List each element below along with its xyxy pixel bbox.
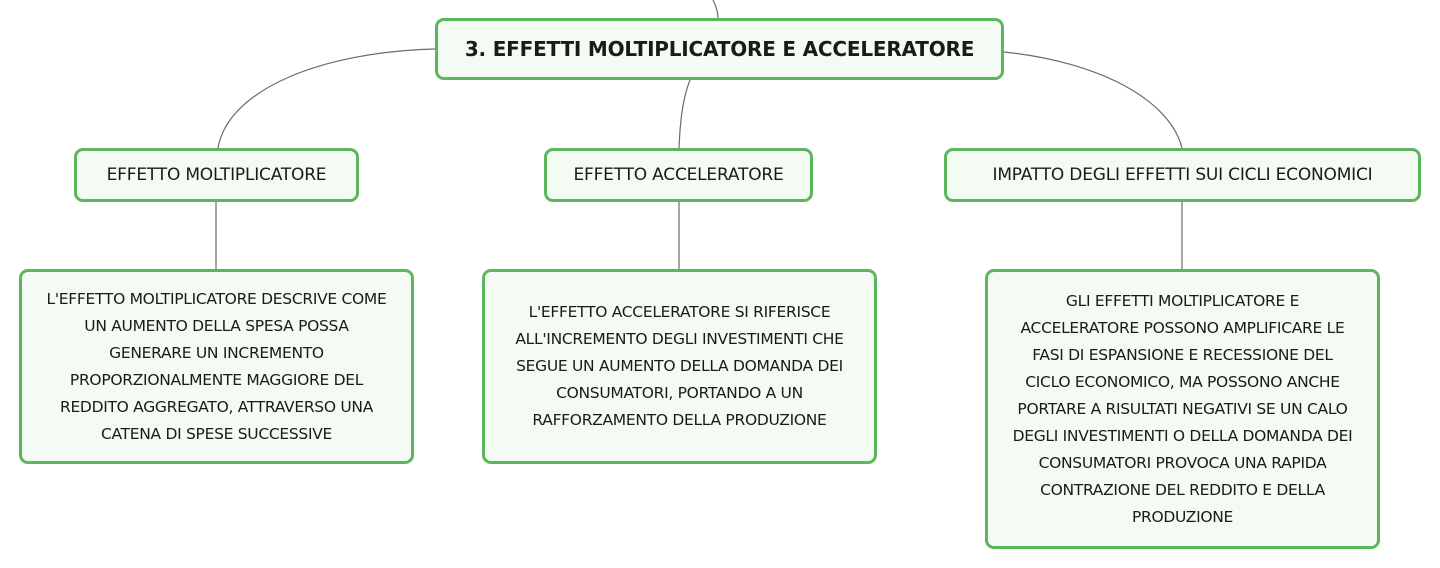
branch-node-impatto-cicli-economici[interactable]: IMPATTO DEGLI EFFETTI SUI CICLI ECONOMIC… [944,148,1421,202]
connector-parent-to-root [712,0,719,19]
branch-node-effetto-moltiplicatore[interactable]: EFFETTO MOLTIPLICATORE [74,148,359,202]
detail-node-text: L'EFFETTO MOLTIPLICATORE DESCRIVE COME U… [46,289,387,443]
branch-node-effetto-acceleratore[interactable]: EFFETTO ACCELERATORE [544,148,813,202]
branch-node-label: EFFETTO ACCELERATORE [573,165,784,185]
connector-root-to-impatto-cicli [1003,51,1183,149]
detail-node-effetto-moltiplicatore[interactable]: L'EFFETTO MOLTIPLICATORE DESCRIVE COME U… [19,269,414,464]
branch-node-label: IMPATTO DEGLI EFFETTI SUI CICLI ECONOMIC… [992,165,1373,185]
root-node-label: 3. EFFETTI MOLTIPLICATORE E ACCELERATORE [464,37,975,61]
branch-node-label: EFFETTO MOLTIPLICATORE [106,165,327,185]
root-node[interactable]: 3. EFFETTI MOLTIPLICATORE E ACCELERATORE [435,18,1004,80]
connector-root-to-effetto-moltiplicatore [217,48,436,149]
detail-node-impatto-cicli-economici[interactable]: GLI EFFETTI MOLTIPLICATORE E ACCELERATOR… [985,269,1380,549]
connector-root-to-effetto-acceleratore [678,79,691,149]
detail-node-text: GLI EFFETTI MOLTIPLICATORE E ACCELERATOR… [1012,291,1353,526]
detail-node-text: L'EFFETTO ACCELERATORE SI RIFERISCE ALL'… [515,303,844,429]
detail-node-effetto-acceleratore[interactable]: L'EFFETTO ACCELERATORE SI RIFERISCE ALL'… [482,269,877,464]
